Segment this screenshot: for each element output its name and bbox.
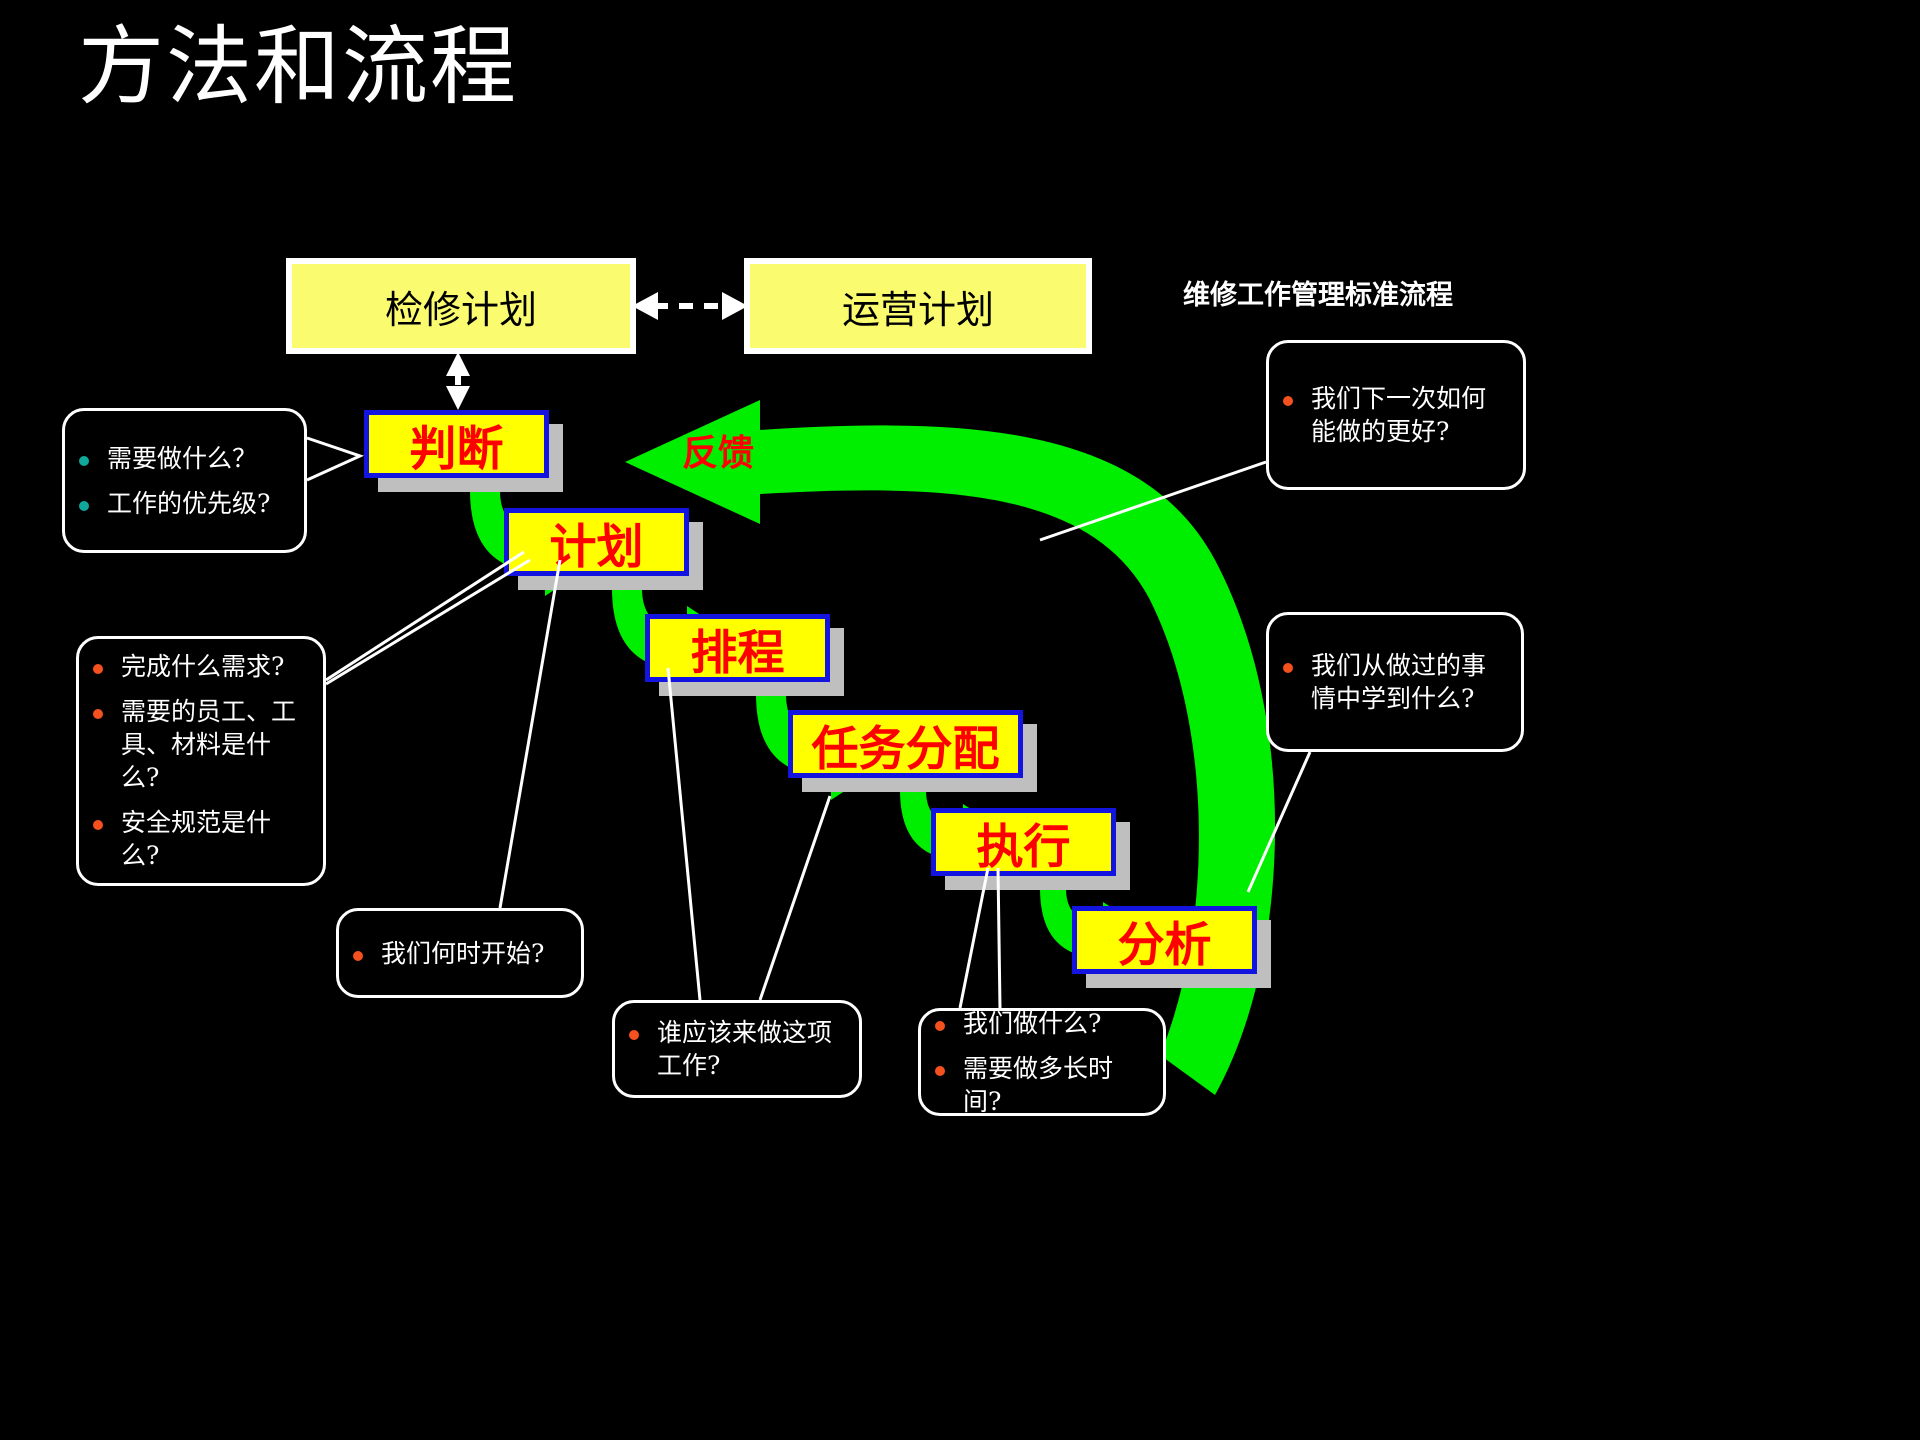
callout-assign-question: 谁应该来做这项工作? <box>612 1000 862 1098</box>
bullet-icon <box>79 500 89 511</box>
callout-text: 我们从做过的事情中学到什么? <box>1311 651 1487 713</box>
callout-learn-question: 我们从做过的事情中学到什么? <box>1266 612 1524 752</box>
feedback-label: 反馈 <box>682 432 755 474</box>
leader-who-a <box>666 667 702 1001</box>
callout-line: 谁应该来做这项工作? <box>629 1016 843 1082</box>
operations-plan-box[interactable]: 运营计划 <box>744 258 1092 354</box>
page-title: 方法和流程 <box>78 17 518 117</box>
process-box-analyze[interactable]: 分析 <box>1072 906 1271 988</box>
callout-text: 谁应该来做这项工作? <box>657 1018 833 1080</box>
callout-text: 工作的优先级? <box>107 488 271 518</box>
callout-plan-questions: 完成什么需求? 需要的员工、工具、材料是什么? 安全规范是什么? <box>76 636 326 886</box>
bullet-icon <box>79 455 89 466</box>
callout-judge-questions: 需要做什么？ 工作的优先级? <box>62 408 307 553</box>
callout-text: 我们何时开始? <box>381 938 545 968</box>
callout-line: 需要的员工、工具、材料是什么? <box>93 695 307 794</box>
callout-line: 我们下一次如何能做的更好? <box>1283 382 1507 448</box>
process-box-execute[interactable]: 执行 <box>931 808 1130 890</box>
arrowhead-down <box>446 386 470 410</box>
bullet-icon <box>629 1030 639 1040</box>
callout-improve-question: 我们下一次如何能做的更好? <box>1266 340 1526 490</box>
callout-line: 我们何时开始? <box>353 937 565 970</box>
flow-caption: 维修工作管理标准流程 <box>1183 280 1453 311</box>
callout-execute-questions: 我们做什么? 需要做多长时间? <box>918 1008 1166 1116</box>
callout-text: 需要做什么？ <box>107 443 258 473</box>
bullet-icon <box>93 664 103 674</box>
callout-line: 我们从做过的事情中学到什么? <box>1283 649 1505 715</box>
bullet-icon <box>93 820 103 830</box>
bullet-icon <box>353 950 363 961</box>
process-box-schedule[interactable]: 排程 <box>645 614 844 696</box>
process-label-judge: 判断 <box>364 410 549 478</box>
process-box-judge[interactable]: 判断 <box>364 410 563 492</box>
maintenance-plan-box[interactable]: 检修计划 <box>286 258 636 354</box>
bullet-icon <box>935 1020 945 1031</box>
process-box-assign[interactable]: 任务分配 <box>788 710 1037 792</box>
leader-plan-b <box>325 558 531 686</box>
process-label-assign: 任务分配 <box>788 710 1023 778</box>
callout-line: 我们做什么? <box>935 1007 1147 1040</box>
callout-text: 安全规范是什么? <box>121 808 272 870</box>
arrowhead-up <box>446 352 470 376</box>
callout-line: 完成什么需求? <box>93 650 307 683</box>
leader-improve <box>1039 460 1267 542</box>
bullet-icon <box>935 1065 945 1076</box>
process-label-plan: 计划 <box>504 508 689 576</box>
leader-who-b <box>758 795 832 1001</box>
callout-text: 我们下一次如何能做的更好? <box>1311 384 1487 446</box>
callout-line: 安全规范是什么? <box>93 806 307 872</box>
leader-plan-a <box>325 550 525 682</box>
process-label-analyze: 分析 <box>1072 906 1257 974</box>
leader-judge <box>306 436 365 482</box>
bullet-icon <box>1283 663 1293 673</box>
callout-text: 需要的员工、工具、材料是什么? <box>121 697 297 792</box>
callout-line: 需要做什么？ <box>79 442 288 475</box>
callout-text: 需要做多长时间? <box>963 1053 1114 1116</box>
callout-line: 工作的优先级? <box>79 487 288 520</box>
bullet-icon <box>93 709 103 719</box>
bullet-icon <box>1283 396 1293 406</box>
process-label-schedule: 排程 <box>645 614 830 682</box>
leader-when <box>498 559 562 909</box>
process-label-execute: 执行 <box>931 808 1116 876</box>
callout-line: 需要做多长时间? <box>935 1052 1147 1118</box>
callout-text: 我们做什么? <box>963 1008 1102 1038</box>
callout-schedule-question: 我们何时开始? <box>336 908 584 998</box>
leader-learn <box>1246 751 1312 893</box>
process-box-plan[interactable]: 计划 <box>504 508 703 590</box>
callout-text: 完成什么需求? <box>121 652 285 681</box>
